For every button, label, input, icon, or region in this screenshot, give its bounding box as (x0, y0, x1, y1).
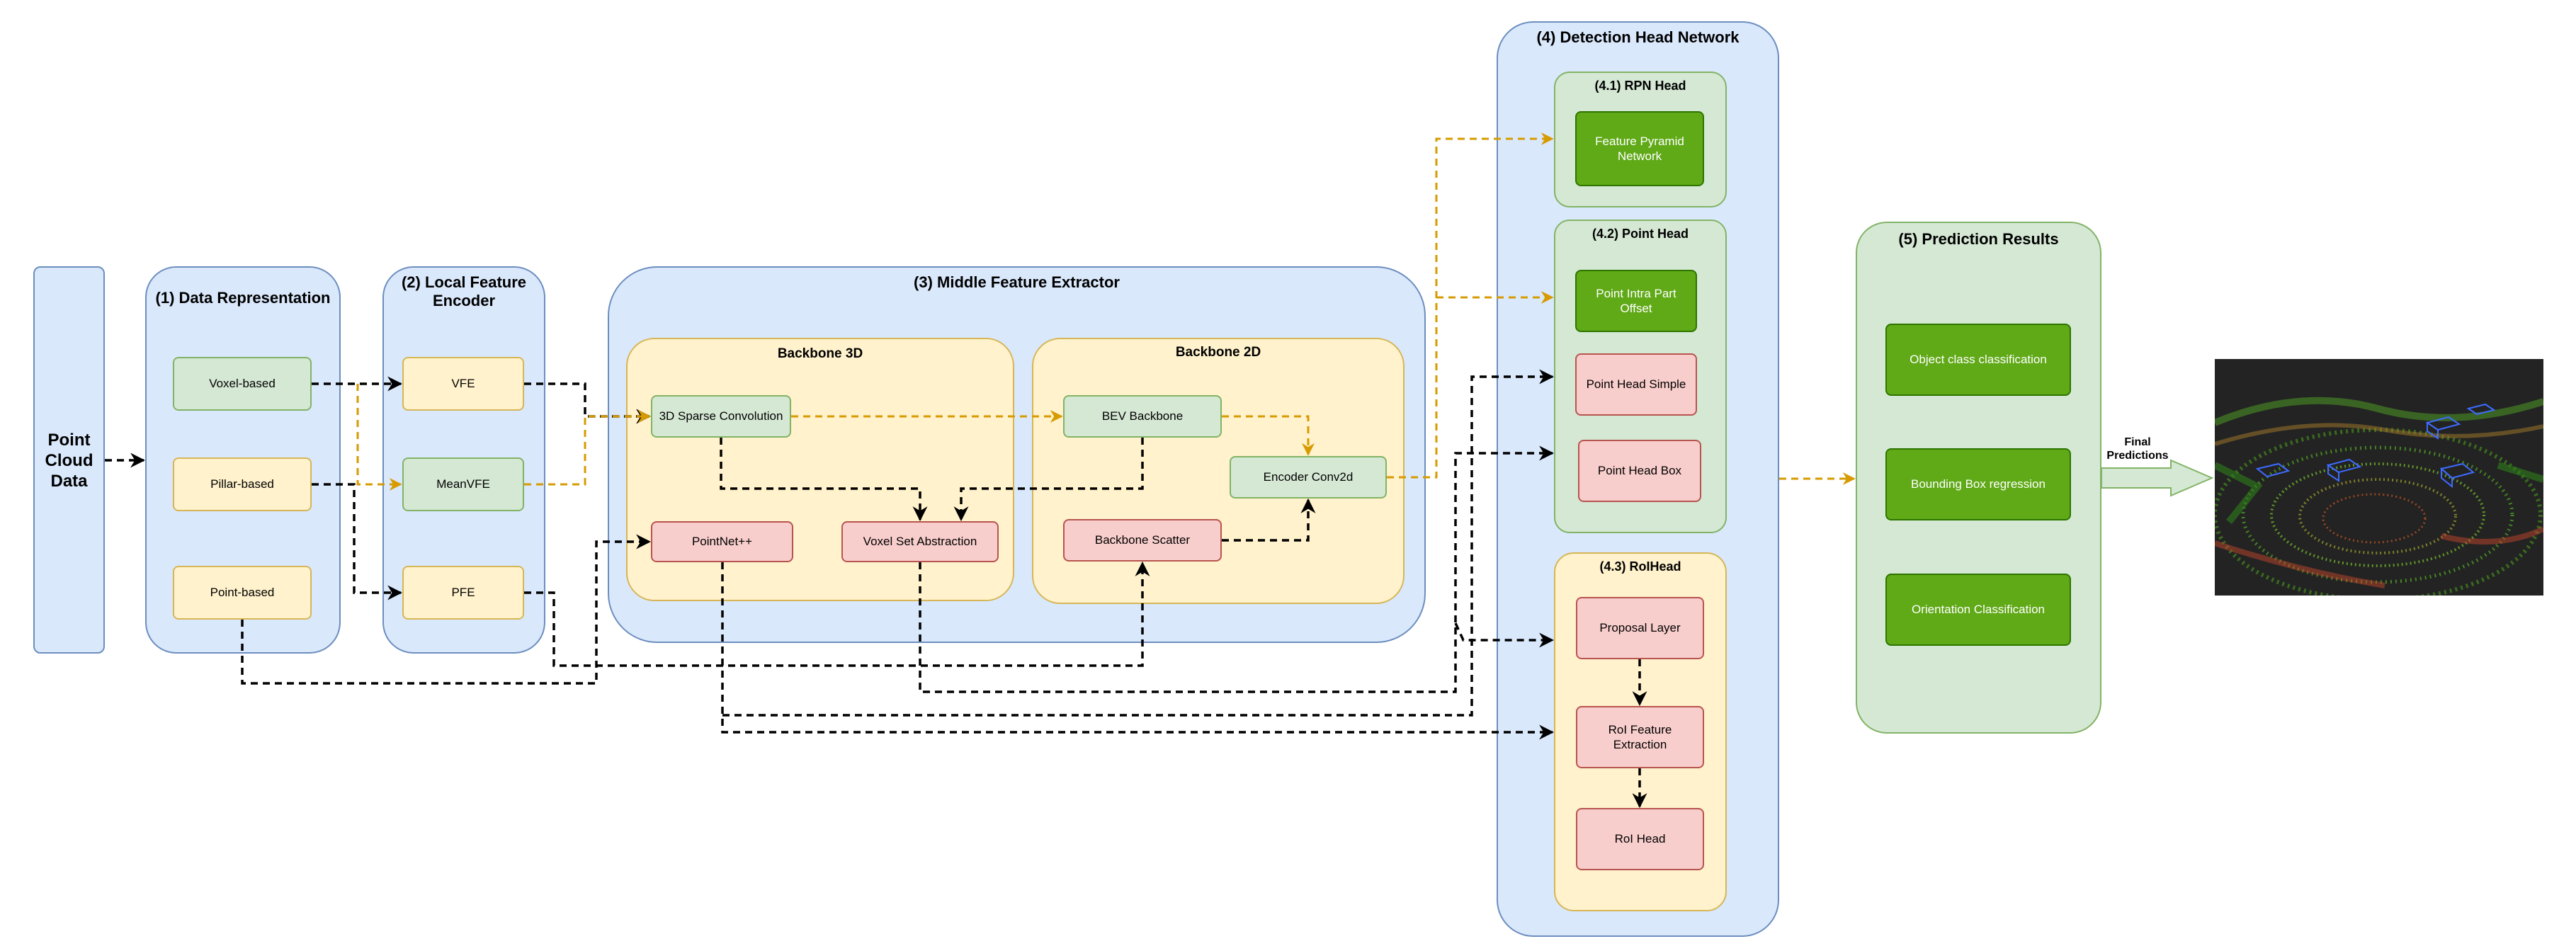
pointnet-node: PointNet++ (651, 521, 793, 562)
final-predictions-label: Final Predictions (2106, 436, 2169, 462)
proposal-layer-node: Proposal Layer (1576, 597, 1704, 659)
backbone-3d-title: Backbone 3D (777, 346, 863, 361)
encoder-conv2d-node: Encoder Conv2d (1230, 456, 1387, 499)
pfe-node: PFE (402, 566, 524, 620)
roi-head-node: RoI Head (1576, 808, 1704, 870)
data-representation-title: (1) Data Representation (155, 289, 331, 307)
sparse-conv-node: 3D Sparse Convolution (651, 395, 791, 438)
local-feature-encoder-title: (2) Local Feature Encoder (401, 273, 527, 310)
meanvfe-node: MeanVFE (402, 457, 524, 511)
input-label: Point Cloud Data (45, 431, 93, 491)
orientation-classification-node: Orientation Classification (1885, 574, 2071, 646)
point-based-node: Point-based (173, 566, 312, 620)
fpn-node: Feature Pyramid Network (1575, 111, 1704, 186)
roi-feature-extraction-node: RoI Feature Extraction (1576, 706, 1704, 768)
point-head-simple-node: Point Head Simple (1575, 353, 1697, 416)
point-intra-part-offset-node: Point Intra Part Offset (1575, 270, 1697, 332)
backbone-2d-title: Backbone 2D (1175, 345, 1261, 360)
middle-feature-extractor-title: (3) Middle Feature Extractor (914, 273, 1120, 291)
prediction-results-title: (5) Prediction Results (1898, 230, 2059, 248)
point-head-title: (4.2) Point Head (1591, 227, 1689, 241)
pillar-based-node: Pillar-based (173, 457, 312, 511)
object-class-classification-node: Object class classification (1885, 324, 2071, 396)
final-predictions-arrow (2101, 459, 2214, 497)
vfe-node: VFE (402, 357, 524, 411)
roi-head-title: (4.3) RoIHead (1599, 559, 1681, 574)
bounding-box-regression-node: Bounding Box regression (1885, 448, 2071, 520)
detection-head-title: (4) Detection Head Network (1536, 28, 1740, 46)
lidar-point-cloud-graphic (2215, 359, 2543, 596)
input-panel: Point Cloud Data (33, 266, 105, 654)
rpn-head-title: (4.1) RPN Head (1594, 79, 1686, 93)
voxel-based-node: Voxel-based (173, 357, 312, 411)
point-head-box-node: Point Head Box (1578, 440, 1701, 502)
bev-backbone-node: BEV Backbone (1063, 395, 1222, 438)
lidar-detection-image (2215, 359, 2543, 596)
voxel-set-abstraction-node: Voxel Set Abstraction (841, 521, 999, 562)
backbone-scatter-node: Backbone Scatter (1063, 519, 1222, 562)
